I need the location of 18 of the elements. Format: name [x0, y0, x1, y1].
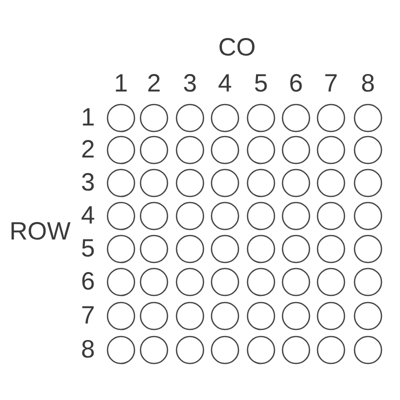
row-number: 1 [81, 106, 95, 130]
row-number: 6 [81, 270, 95, 294]
column-number: 8 [361, 72, 375, 96]
row-number: 5 [81, 236, 95, 262]
column-number: 7 [324, 72, 338, 96]
row-heading: ROW [9, 220, 71, 244]
row-number: 7 [81, 304, 95, 328]
column-number: 1 [114, 72, 128, 96]
column-number: 2 [147, 72, 161, 96]
column-heading: CO [218, 36, 256, 60]
row-number: 4 [81, 204, 95, 228]
column-number: 6 [289, 72, 303, 96]
row-number: 3 [81, 170, 95, 196]
row-number: 2 [81, 138, 95, 162]
column-number: 3 [183, 72, 197, 96]
row-number: 8 [81, 338, 95, 362]
column-number: 5 [254, 72, 268, 96]
column-number: 4 [218, 72, 232, 96]
